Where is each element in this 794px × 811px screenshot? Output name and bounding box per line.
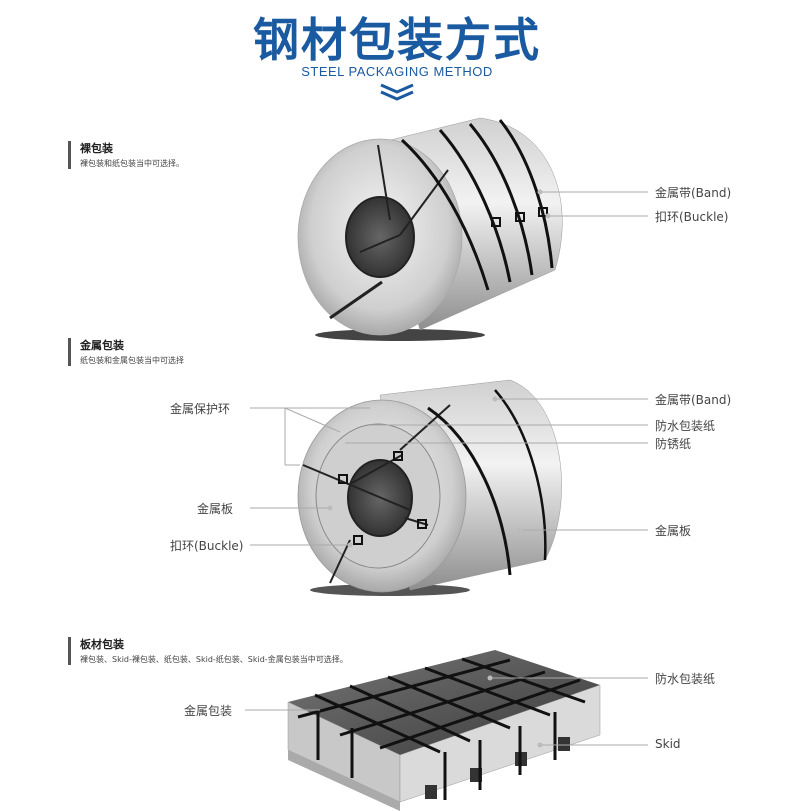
leader-dot [545,213,551,219]
label-band: 金属带(Band) [655,393,732,407]
label-waterproof-paper: 防水包装纸 [655,672,716,686]
label-buckle: 扣环(Buckle) [170,539,244,553]
label-antirust-paper: 防锈纸 [655,437,692,451]
leader-dot [517,527,523,533]
label-metal-guard-ring: 金属保护环 [170,402,231,416]
metal-coil-leader-lines [250,398,648,546]
section-description: 裸包装和纸包装当中可选择。 [80,159,184,168]
label-metal-plate-left: 金属板 [197,502,234,516]
double-chevron-down-icon [380,83,414,101]
page-subtitle: STEEL PACKAGING METHOD [301,64,493,79]
label-metal-plate-right: 金属板 [655,524,692,538]
page-title: 钢材包装方式 [253,13,541,67]
leader-dot [327,505,333,511]
leader-dot [537,742,543,748]
section-metal-packaging: 金属包装 纸包装和金属包装当中可选择 [68,338,184,366]
label-buckle: 扣环(Buckle) [655,210,729,224]
section-description: 纸包装和金属包装当中可选择 [80,356,184,365]
bare-coil-illustration [297,117,563,341]
section-title: 金属包装 [80,339,124,352]
label-metal-wrapping: 金属包装 [184,704,233,718]
leader-dot [492,396,498,402]
bare-coil-leader-lines [540,191,648,217]
label-waterproof-paper: 防水包装纸 [655,419,716,433]
section-title: 裸包装 [80,142,113,155]
leader-dot [487,675,493,681]
section-description: 裸包装、Skid-裸包装、纸包装、Skid-纸包装、Skid-金属包装当中可选择… [80,655,348,664]
metal-coil-illustration [297,379,562,596]
label-skid: Skid [655,737,681,751]
leader-dot [347,542,353,548]
section-title: 板材包装 [80,638,124,651]
plate-leader-lines [245,677,648,746]
section-plate-packaging: 板材包装 裸包装、Skid-裸包装、纸包装、Skid-纸包装、Skid-金属包装… [68,637,348,665]
section-bare-packaging: 裸包装 裸包装和纸包装当中可选择。 [68,141,184,169]
label-band: 金属带(Band) [655,186,732,200]
plate-stack-illustration [287,650,601,811]
leader-dot [537,189,543,195]
